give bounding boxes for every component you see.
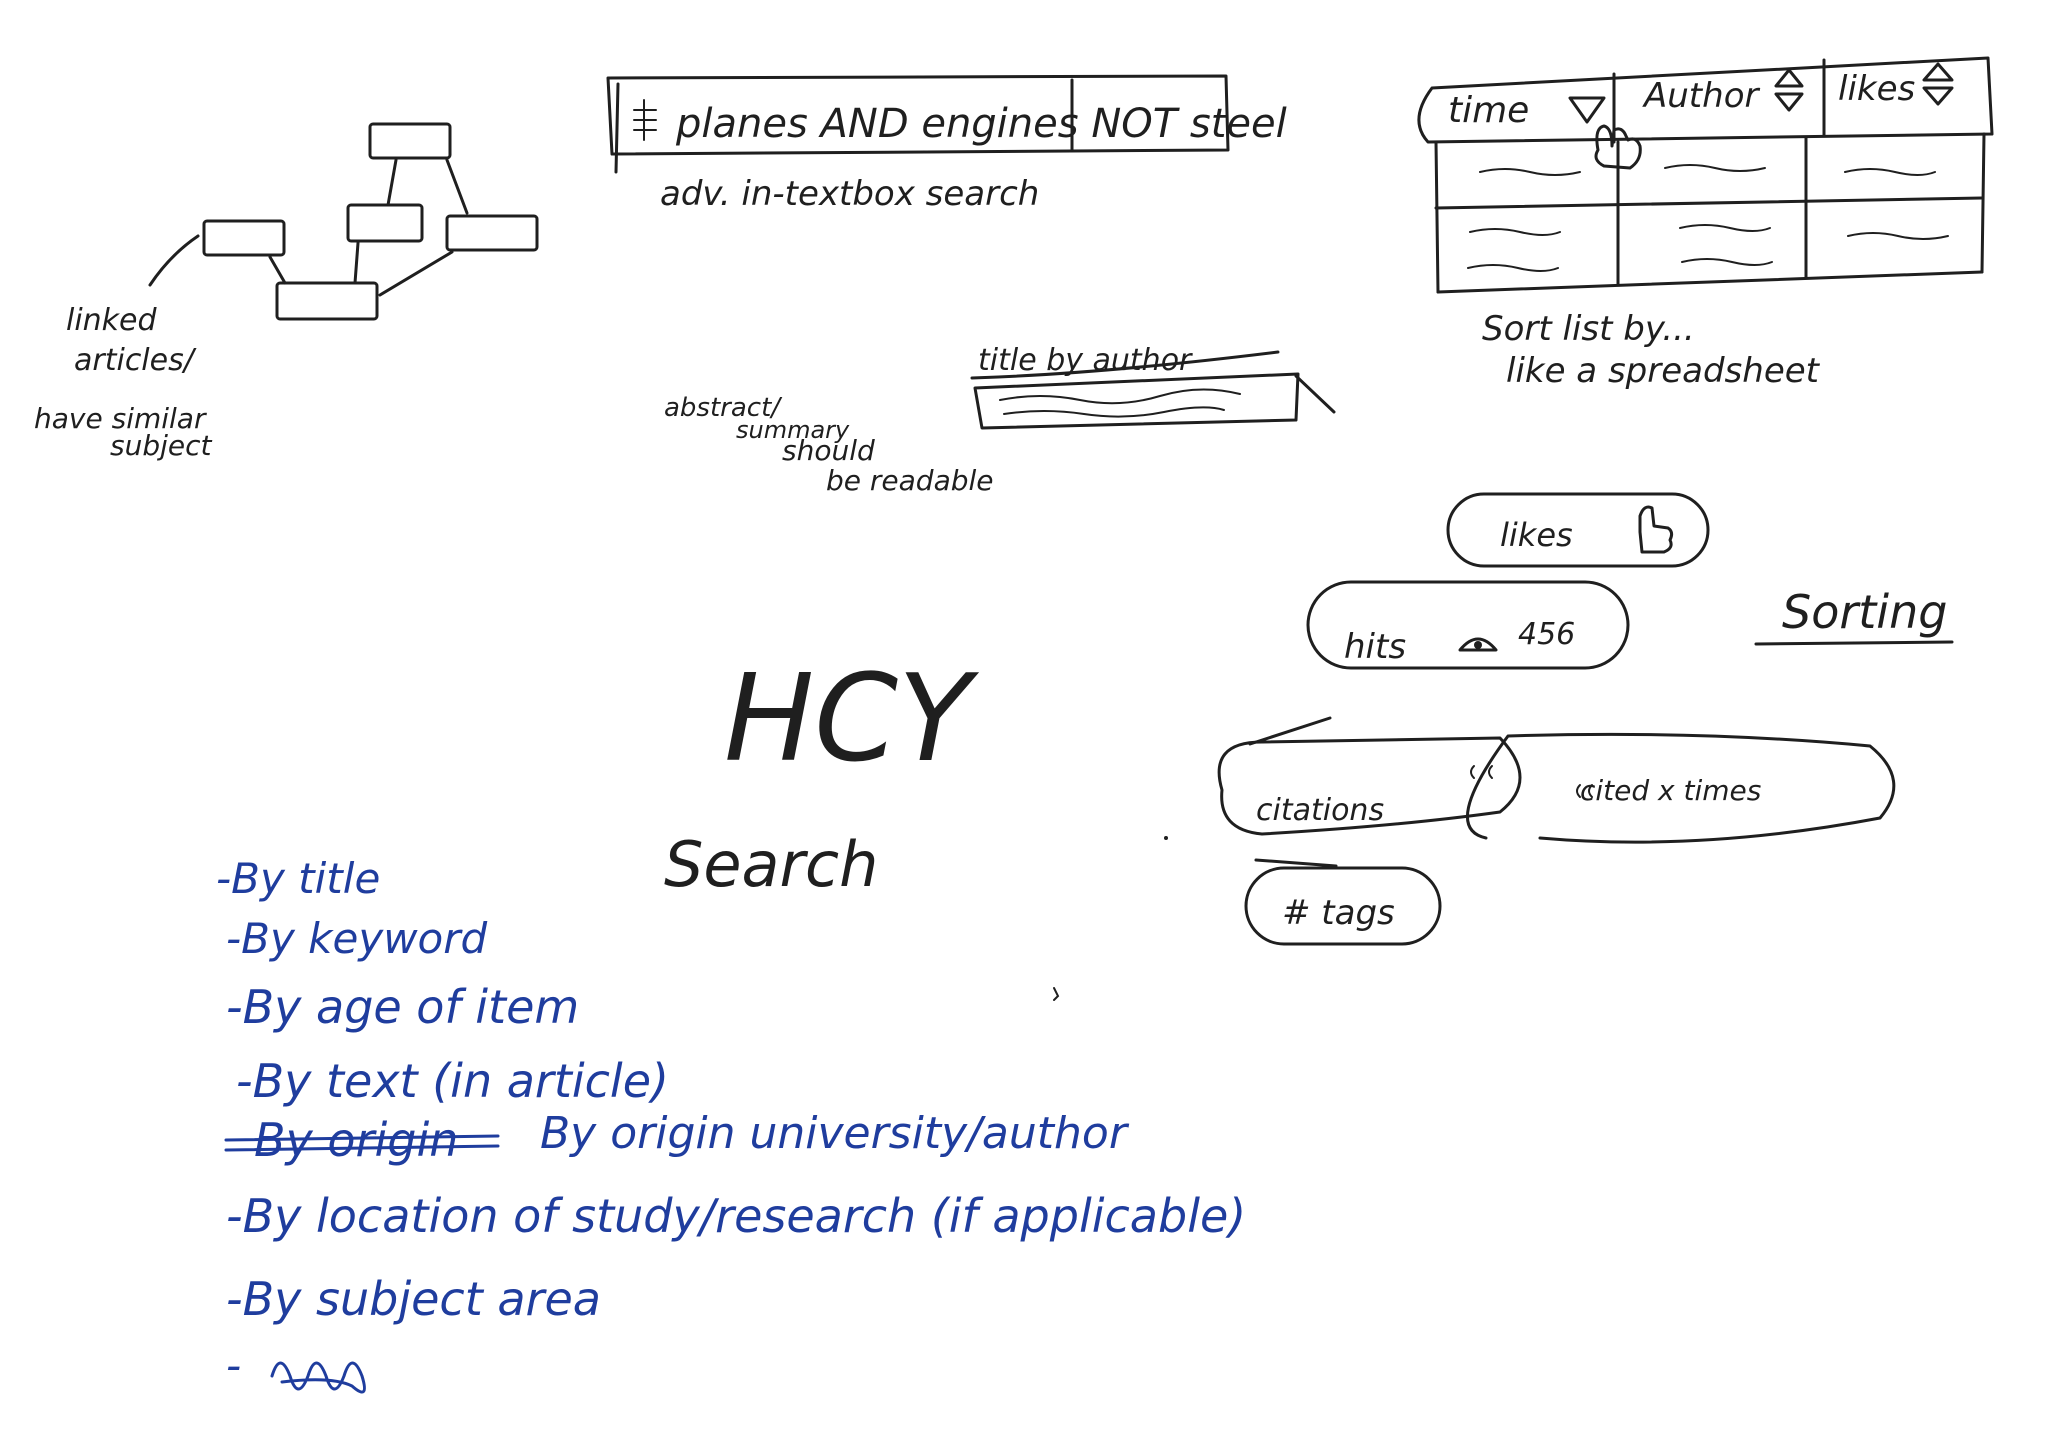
graph-node <box>346 203 424 243</box>
hits-count: 456 <box>1518 617 1575 652</box>
strike-through <box>224 1134 500 1142</box>
criteria-item: -By subject area <box>226 1272 601 1326</box>
search-caption: adv. in-textbox search <box>660 174 1039 214</box>
abstract-caption-2: summary <box>736 416 850 444</box>
cell-scribble <box>1847 232 1949 240</box>
column-header-author[interactable]: Author <box>1642 76 1760 116</box>
table-header <box>1417 56 1994 144</box>
sort-table-sketch <box>1417 56 1994 294</box>
graph-node <box>368 122 452 160</box>
column-header-time[interactable]: time <box>1448 90 1529 131</box>
filter-icon[interactable] <box>633 99 657 141</box>
tags-pill[interactable] <box>1244 866 1442 946</box>
sorting-underline <box>1754 640 1954 646</box>
citations-pill-stroke <box>1248 716 1332 746</box>
graph-edge <box>445 158 469 215</box>
table-caption-1: Sort list by... <box>1482 309 1695 349</box>
criteria-item: -By text (in article) <box>236 1054 669 1108</box>
table-row-line <box>1434 196 1984 210</box>
scribble-out <box>270 1361 366 1394</box>
quote-icon <box>1576 784 1593 798</box>
cell-scribble <box>1679 224 1771 232</box>
cell-scribble <box>1467 264 1559 272</box>
cell-scribble <box>1469 228 1561 236</box>
stray-mark <box>1053 987 1060 1001</box>
quote-icon <box>1470 765 1493 779</box>
criteria-item: -By age of item <box>226 980 579 1034</box>
abstract-caption-3: should <box>782 434 875 467</box>
eye-icon <box>1458 637 1498 652</box>
column-header-likes[interactable]: likes <box>1838 69 1915 109</box>
linked-caption-2: articles/ <box>74 343 197 378</box>
title-underline <box>970 350 1280 380</box>
linked-caption-1: linked <box>66 303 158 338</box>
cell-scribble <box>1479 168 1581 176</box>
sort-updown-icon[interactable] <box>1922 62 1954 106</box>
strike-through <box>224 1144 500 1152</box>
graph-edge <box>386 158 398 207</box>
pointer-hand-icon <box>1594 124 1642 170</box>
graph-node <box>275 281 379 321</box>
criteria-item: -By title <box>216 854 380 903</box>
search-input-edge <box>614 82 620 174</box>
search-query: planes AND engines NOT steel <box>675 101 1287 147</box>
abstract-caption-1: abstract/ <box>664 393 783 423</box>
cited-times-pill[interactable] <box>1465 732 1896 844</box>
table-row-line <box>1436 270 1984 294</box>
abstract-box <box>973 372 1336 430</box>
table-border <box>1980 132 1986 274</box>
criteria-item: - <box>226 1341 241 1390</box>
search-box-sketch[interactable] <box>606 74 1230 174</box>
page-title: HCY <box>724 650 980 789</box>
cell-scribble <box>1681 258 1773 266</box>
linked-caption-4: subject <box>110 429 213 462</box>
stray-mark <box>1164 836 1168 840</box>
criteria-item: By origin university/author <box>540 1108 1130 1159</box>
hits-pill-label: hits <box>1344 627 1406 667</box>
graph-node <box>202 219 286 257</box>
sort-desc-icon[interactable] <box>1568 96 1606 124</box>
cited-times-label: cited x times <box>1580 774 1761 807</box>
tags-pill-stroke <box>1254 858 1338 868</box>
citations-pill-label: citations <box>1256 793 1384 828</box>
graph-edge <box>378 250 454 297</box>
tags-pill-label: # tags <box>1282 893 1395 933</box>
sort-updown-icon[interactable] <box>1774 68 1804 112</box>
sorting-heading: Sorting <box>1782 585 1947 639</box>
hits-pill[interactable] <box>1306 580 1630 670</box>
linked-articles-graph <box>148 122 539 321</box>
criteria-item: -By keyword <box>226 914 488 963</box>
graph-edge <box>268 255 287 285</box>
likes-pill-label: likes <box>1500 516 1573 554</box>
cell-scribble <box>1844 168 1936 176</box>
thumbs-up-icon <box>1638 505 1674 554</box>
table-caption-2: like a spreadsheet <box>1506 351 1821 391</box>
search-input[interactable] <box>606 74 1230 156</box>
criteria-item: -By location of study/research (if appli… <box>226 1189 1246 1243</box>
linked-caption-3: have similar <box>34 402 207 435</box>
page-subtitle: Search <box>664 828 878 901</box>
table-border <box>1434 140 1440 294</box>
cell-scribble <box>1664 164 1766 172</box>
graph-edge <box>148 234 200 287</box>
abstract-caption-4: be readable <box>826 464 994 497</box>
graph-edge <box>353 241 360 285</box>
likes-pill[interactable] <box>1446 492 1710 568</box>
graph-node <box>445 214 539 252</box>
citations-pill[interactable] <box>1217 736 1522 836</box>
